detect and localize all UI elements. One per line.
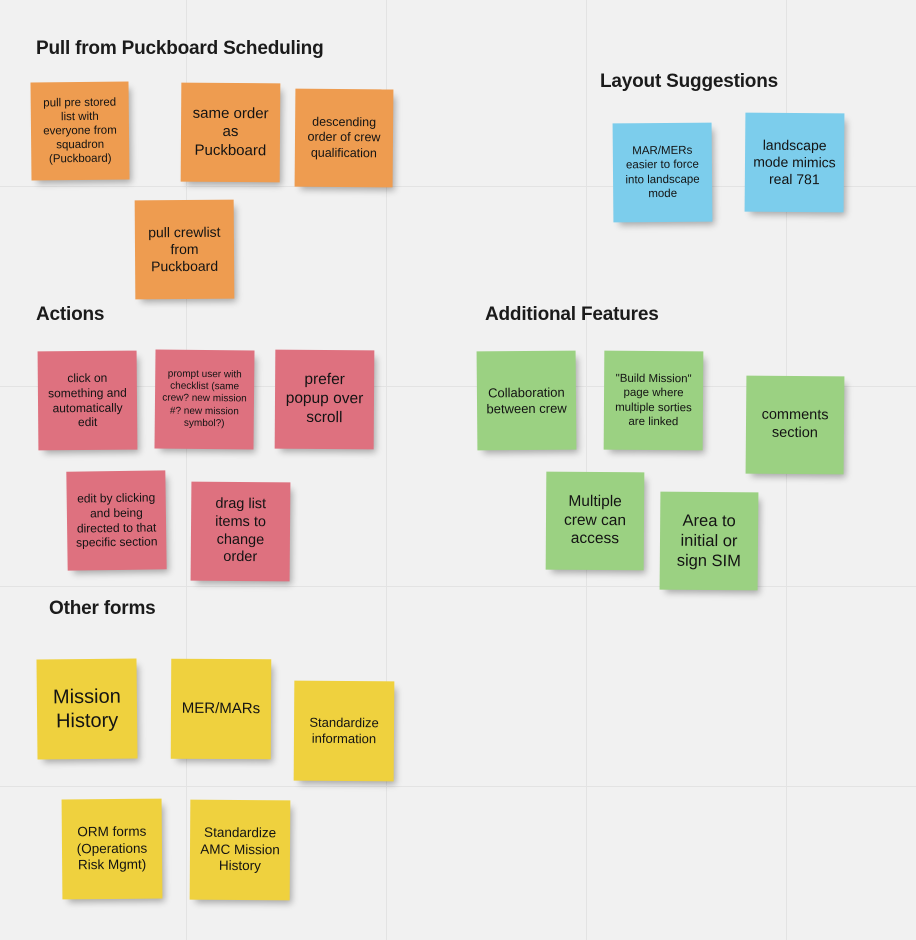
sticky-note-mar-mers-landscape[interactable]: MAR/MERs easier to force into landscape … [612, 122, 713, 223]
sticky-note-text: Area to initial or sign SIM [676, 511, 741, 571]
sticky-note-text: Mission History [52, 685, 121, 733]
sticky-note-area-to-initial-or-sign-sim[interactable]: Area to initial or sign SIM [659, 491, 759, 591]
sticky-note-pull-pre-stored-list[interactable]: pull pre stored list with everyone from … [30, 81, 130, 181]
sticky-note-standardize-information[interactable]: Standardize information [293, 680, 395, 782]
sticky-note-descending-order-crew-qual[interactable]: descending order of crew qualification [294, 88, 394, 188]
sticky-note-mer-mars[interactable]: MER/MARs [170, 658, 272, 760]
sticky-note-text: click on something and automatically edi… [47, 371, 127, 430]
sticky-note-text: Standardize information [309, 714, 379, 747]
sticky-note-text: Standardize AMC Mission History [200, 825, 280, 874]
sticky-note-text: ORM forms (Operations Risk Mgmt) [76, 823, 148, 873]
section-heading-layout-suggestions: Layout Suggestions [600, 71, 778, 92]
sticky-note-text: comments section [761, 407, 829, 442]
sticky-note-text: drag list items to change order [215, 495, 267, 566]
sticky-note-text: MER/MARs [181, 699, 261, 718]
sticky-note-click-on-something-auto-edit[interactable]: click on something and automatically edi… [37, 350, 138, 451]
sticky-note-text: landscape mode mimics real 781 [753, 136, 836, 188]
sticky-note-standardize-amc-mission-hist[interactable]: Standardize AMC Mission History [189, 799, 291, 901]
sticky-note-comments-section[interactable]: comments section [745, 375, 845, 475]
sticky-note-text: MAR/MERs easier to force into landscape … [625, 145, 700, 200]
sticky-note-collaboration-between-crew[interactable]: Collaboration between crew [476, 350, 577, 451]
sticky-note-build-mission-page[interactable]: "Build Mission" page where multiple sort… [603, 350, 704, 451]
sticky-note-drag-list-items-change-order[interactable]: drag list items to change order [190, 481, 291, 582]
sticky-note-orm-forms[interactable]: ORM forms (Operations Risk Mgmt) [61, 798, 163, 900]
sticky-note-text: "Build Mission" page where multiple sort… [615, 373, 692, 428]
sticky-note-pull-crewlist-from-puckboard[interactable]: pull crewlist from Puckboard [134, 199, 235, 300]
sticky-note-same-order-as-puckboard[interactable]: same order as Puckboard [180, 82, 281, 183]
sticky-note-text: Collaboration between crew [486, 384, 567, 416]
sticky-note-mission-history[interactable]: Mission History [36, 658, 138, 760]
section-heading-other-forms: Other forms [49, 598, 156, 619]
section-heading-additional-features: Additional Features [485, 304, 659, 325]
sticky-note-text: prompt user with checklist (same crew? n… [162, 368, 247, 429]
sticky-note-landscape-mode-mimics-781[interactable]: landscape mode mimics real 781 [744, 112, 845, 213]
sticky-note-prefer-popup-over-scroll[interactable]: prefer popup over scroll [274, 349, 375, 450]
sticky-note-edit-by-clicking-directed[interactable]: edit by clicking and being directed to t… [66, 470, 167, 571]
section-heading-actions: Actions [36, 304, 105, 325]
section-heading-pull-from-puckboard-scheduling: Pull from Puckboard Scheduling [36, 38, 324, 59]
sticky-note-text: same order as Puckboard [192, 104, 269, 159]
sticky-note-prompt-user-with-checklist[interactable]: prompt user with checklist (same crew? n… [154, 349, 255, 450]
sticky-note-text: descending order of crew qualification [307, 114, 381, 160]
sticky-note-text: pull pre stored list with everyone from … [43, 96, 117, 166]
sticky-note-text: pull crewlist from Puckboard [148, 223, 221, 275]
sticky-note-text: Multiple crew can access [563, 492, 627, 548]
sticky-note-multiple-crew-can-access[interactable]: Multiple crew can access [545, 471, 645, 571]
sticky-note-text: edit by clicking and being directed to t… [76, 490, 158, 550]
sticky-note-text: prefer popup over scroll [285, 370, 364, 427]
